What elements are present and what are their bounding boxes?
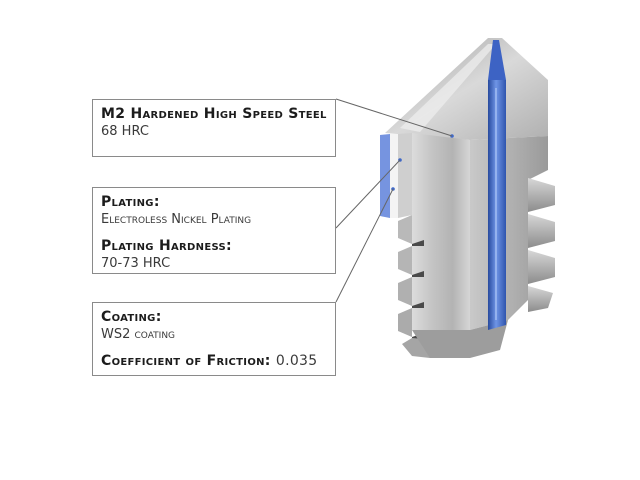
steel-edge	[398, 133, 412, 218]
nozzle-bore-tip	[488, 40, 506, 80]
friction-line: Coefficient of Friction: 0.035	[101, 353, 327, 370]
nozzle-tip-highlight	[400, 44, 496, 132]
plating-heading: Plating:	[101, 194, 160, 210]
friction-heading: Coefficient of Friction:	[101, 353, 271, 369]
coating-heading: Coating:	[101, 309, 162, 325]
steel-leader	[335, 98, 453, 137]
plating-layer	[390, 134, 398, 218]
plating-value: Electroless Nickel Plating	[101, 212, 252, 227]
coating-leader	[335, 188, 394, 303]
right-threads	[528, 178, 555, 312]
coating-callout: Coating: WS2 coating Coefficient of Fric…	[92, 302, 336, 376]
coating-value: WS2 coating	[101, 327, 176, 342]
steel-heading: M2 Hardened High Speed Steel	[101, 106, 327, 122]
plating-leader	[335, 159, 401, 229]
plating-hardness-value: 70-73 HRC	[101, 256, 171, 271]
steel-hardness: 68 HRC	[101, 124, 149, 139]
plating-callout: Plating: Electroless Nickel Plating Plat…	[92, 187, 336, 274]
nozzle-body-face	[412, 133, 470, 338]
nozzle-bottom	[412, 320, 508, 358]
plating-hardness-heading: Plating Hardness:	[101, 238, 232, 254]
left-threads	[398, 215, 430, 358]
steel-callout: M2 Hardened High Speed Steel 68 HRC	[92, 99, 336, 157]
friction-value: 0.035	[275, 353, 318, 369]
